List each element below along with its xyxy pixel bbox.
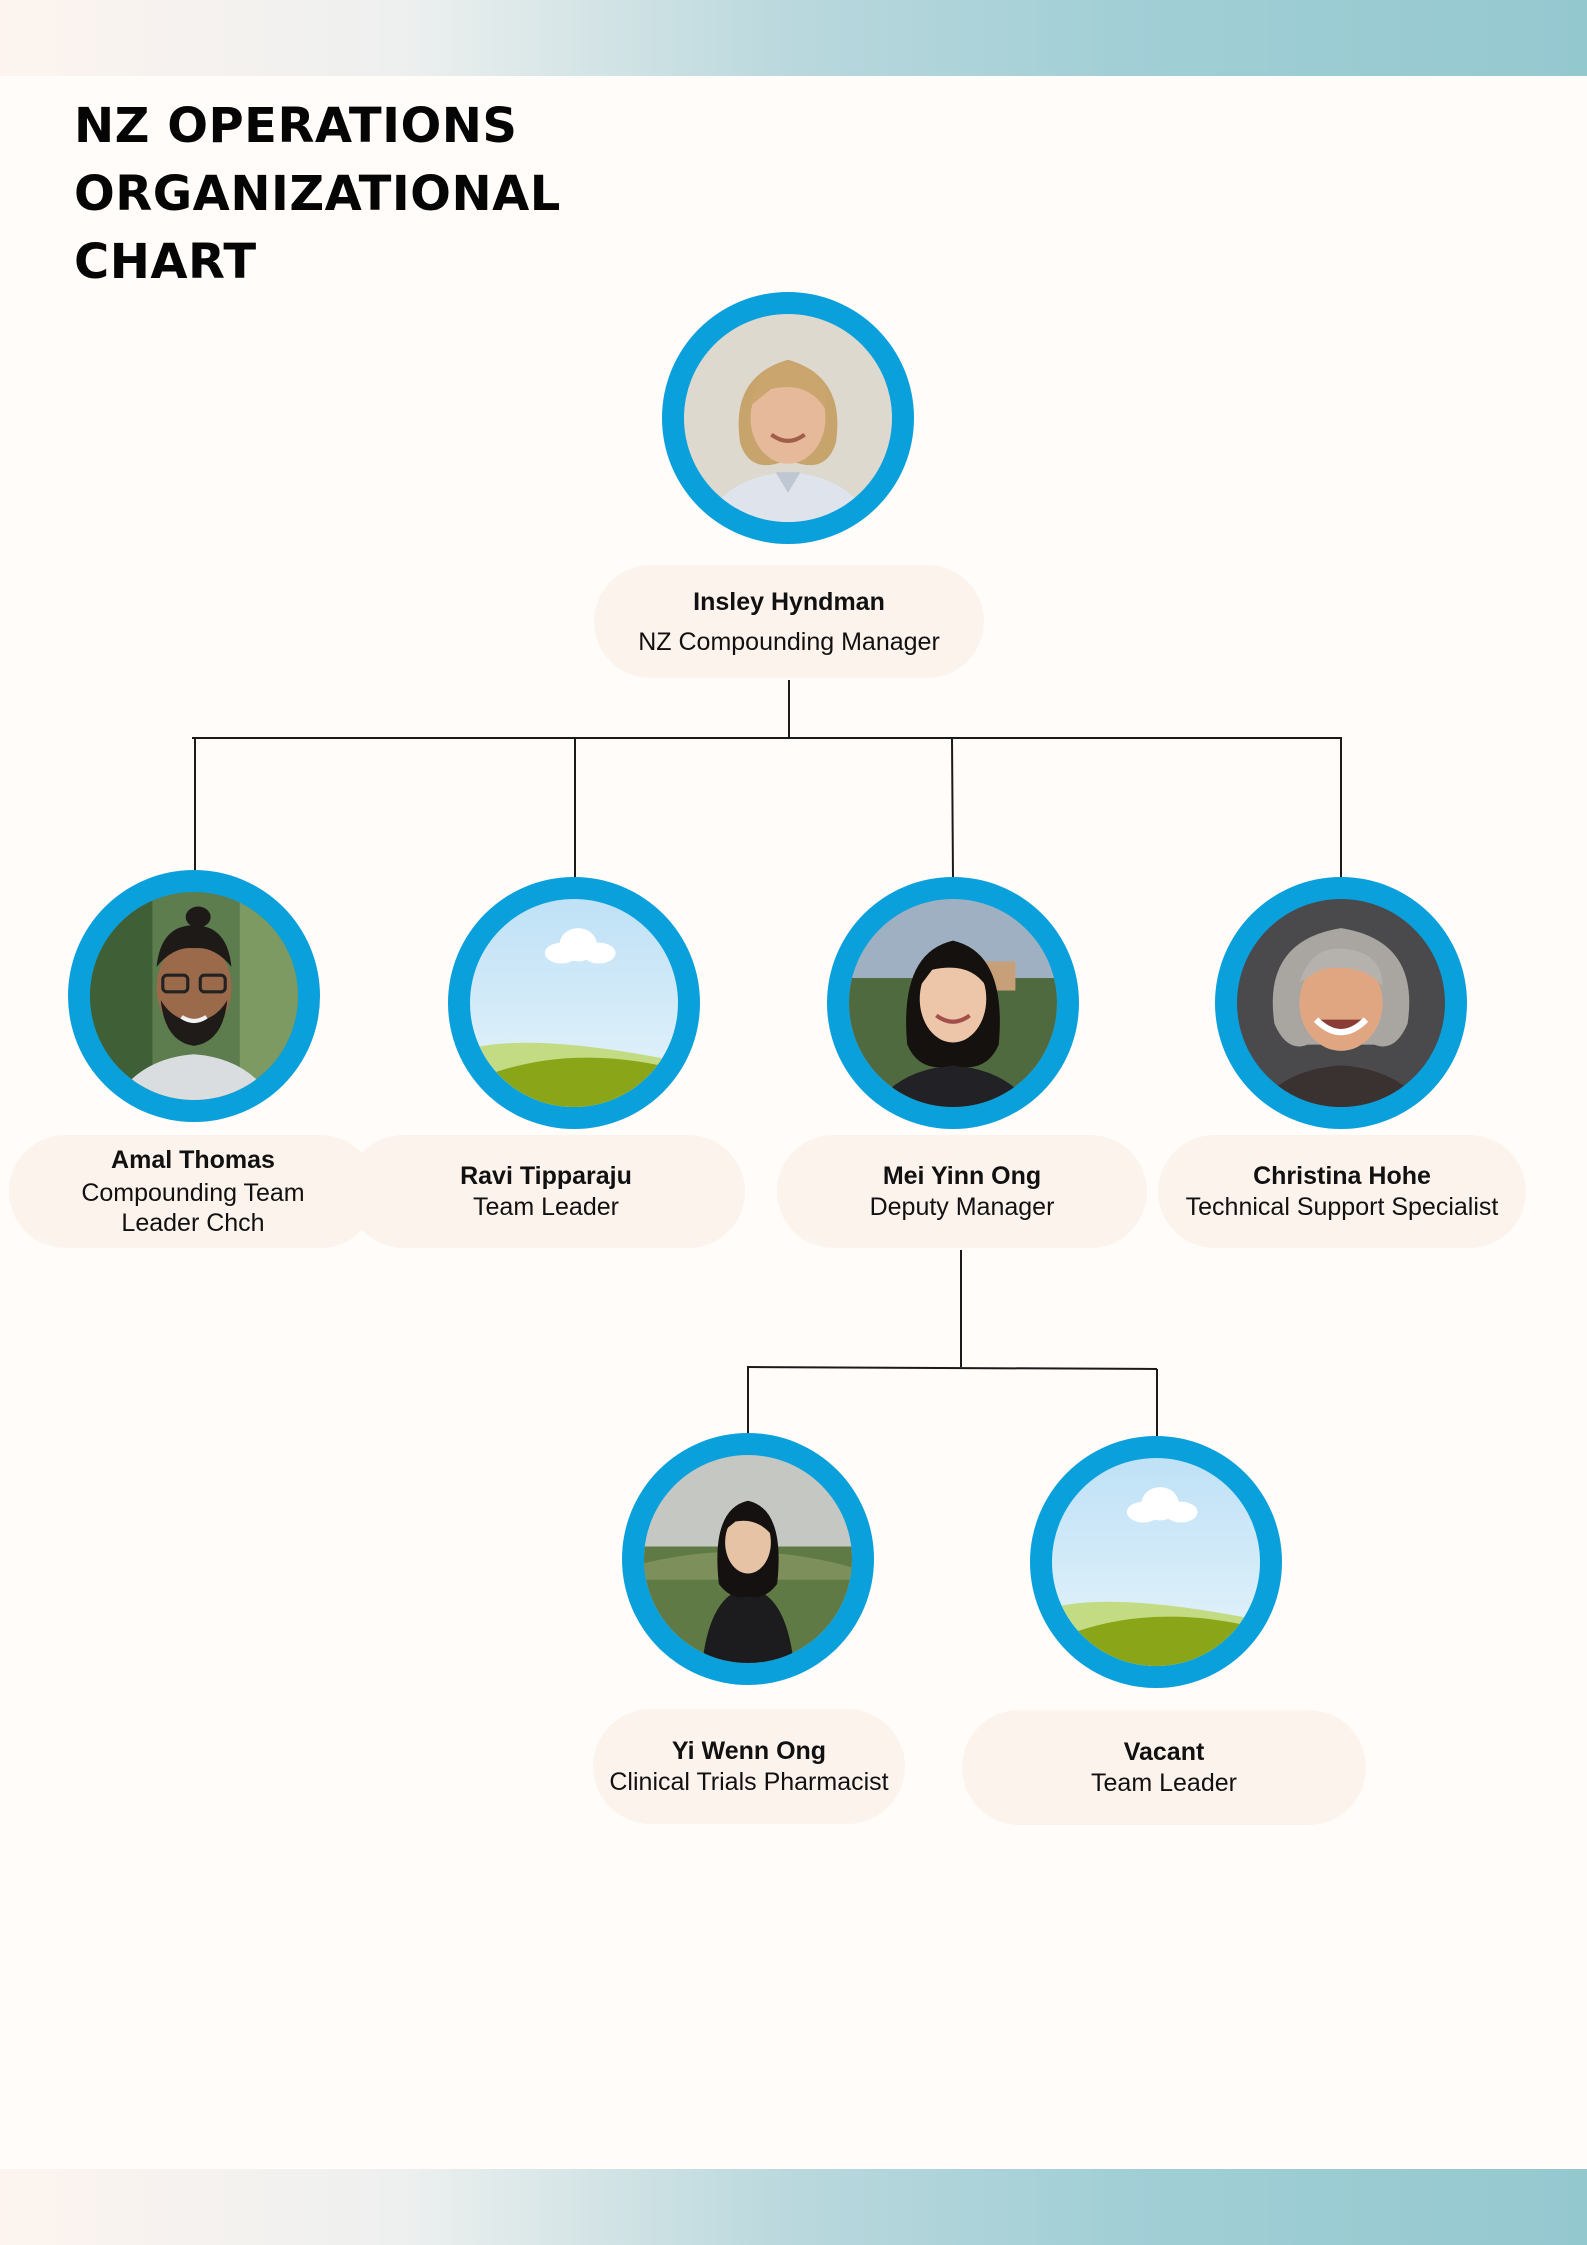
- avatar-ravi-tipparaju: [448, 877, 700, 1129]
- avatar-amal-thomas: [68, 870, 320, 1122]
- bottom-gradient-band: [0, 2169, 1587, 2245]
- person-role: Deputy Manager: [869, 1193, 1055, 1221]
- avatar-christina-hohe: [1215, 877, 1467, 1129]
- avatar-yi-wenn-ong: [622, 1433, 874, 1685]
- connector-bottom-bus: [746, 1366, 1158, 1370]
- avatar-mei-yinn-ong: [827, 877, 1079, 1129]
- person-role: Team Leader: [473, 1193, 619, 1221]
- person-name: Ravi Tipparaju: [460, 1162, 632, 1190]
- person-name: Mei Yinn Ong: [882, 1162, 1042, 1190]
- person-role: Team Leader: [1091, 1769, 1237, 1797]
- portrait-amal-thomas: [90, 892, 298, 1100]
- card-yi-wenn-ong: Yi Wenn Ong Clinical Trials Pharmacist: [593, 1709, 905, 1824]
- avatar-vacant: [1030, 1436, 1282, 1688]
- card-amal-thomas: Amal Thomas Compounding Team Leader Chch: [9, 1135, 377, 1248]
- person-name: Vacant: [1123, 1738, 1205, 1766]
- portrait-christina-hohe: [1237, 899, 1445, 1107]
- person-role: Clinical Trials Pharmacist: [609, 1768, 889, 1796]
- portrait-mei-yinn-ong: [849, 899, 1057, 1107]
- portrait-insley-hyndman: [684, 314, 892, 522]
- person-name: Christina Hohe: [1253, 1162, 1431, 1190]
- title-line-2: ORGANIZATIONAL: [74, 166, 561, 222]
- person-name: Yi Wenn Ong: [671, 1737, 827, 1765]
- connector-mei-drop: [951, 737, 954, 879]
- page-title: NZ OPERATIONS ORGANIZATIONAL CHART: [74, 92, 714, 296]
- person-role: Compounding Team Leader Chch: [81, 1179, 305, 1237]
- person-name: Amal Thomas: [111, 1146, 275, 1174]
- portrait-yi-wenn-ong: [644, 1455, 852, 1663]
- card-mei-yinn-ong: Mei Yinn Ong Deputy Manager: [777, 1135, 1147, 1248]
- person-role: NZ Compounding Manager: [638, 627, 940, 656]
- avatar-insley-hyndman: [662, 292, 914, 544]
- person-role: Technical Support Specialist: [1185, 1193, 1499, 1221]
- card-christina-hohe: Christina Hohe Technical Support Special…: [1158, 1135, 1526, 1248]
- landscape-placeholder-icon: [1052, 1458, 1260, 1666]
- landscape-placeholder-icon: [470, 899, 678, 1107]
- title-line-1: NZ OPERATIONS: [74, 98, 518, 154]
- title-line-3: CHART: [74, 234, 257, 290]
- card-vacant: Vacant Team Leader: [962, 1710, 1366, 1825]
- card-ravi-tipparaju: Ravi Tipparaju Team Leader: [347, 1135, 745, 1248]
- person-name: Insley Hyndman: [693, 587, 885, 616]
- top-gradient-band: [0, 0, 1587, 76]
- card-insley-hyndman: Insley Hyndman NZ Compounding Manager: [594, 565, 984, 678]
